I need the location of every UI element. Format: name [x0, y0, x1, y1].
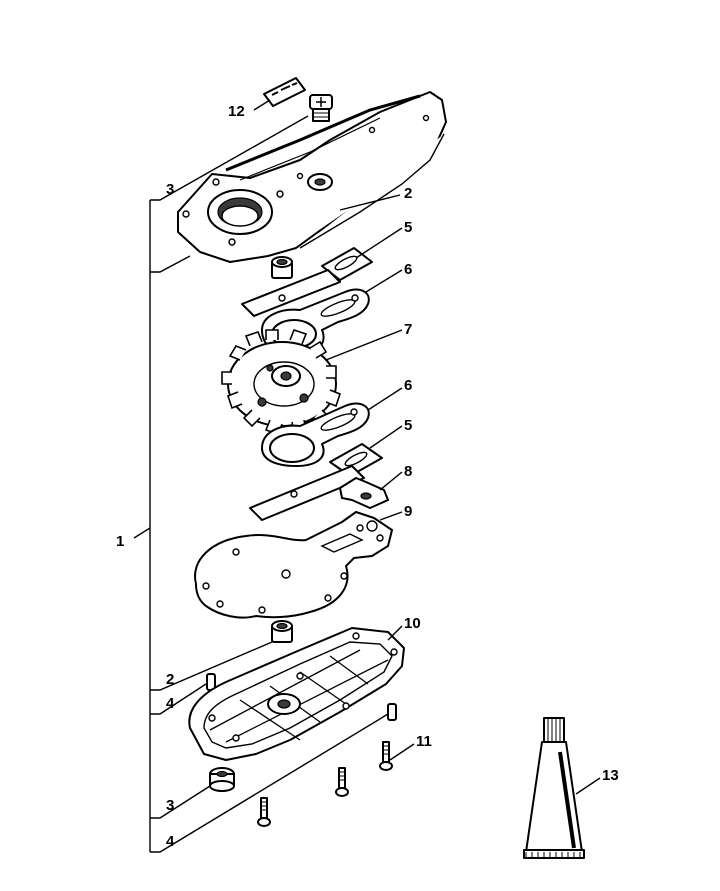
label-6-bottom: 6 [404, 377, 412, 394]
label-10: 10 [404, 615, 421, 632]
part-8-bracket [339, 477, 389, 509]
part-10-housing-cover [188, 627, 405, 761]
label-4-bottom: 4 [166, 833, 175, 850]
label-6-top: 6 [404, 261, 412, 278]
part-2-lower-bushing [271, 620, 293, 643]
part-11-screw-left [257, 797, 271, 827]
part-2-top-bushing [271, 256, 293, 279]
label-13: 13 [602, 767, 619, 784]
part-11-screw-right [379, 741, 393, 771]
part-3-lower-plug [209, 767, 235, 792]
gear-housing-top [177, 91, 447, 263]
part-number-labels: 1 2 2 3 3 4 4 5 5 6 6 7 8 9 10 11 12 13 [116, 103, 619, 850]
label-3-top: 3 [166, 181, 174, 198]
label-2-top: 2 [404, 185, 412, 202]
label-7: 7 [404, 321, 412, 338]
label-3-bottom: 3 [166, 797, 174, 814]
part-4-dowel-pin-right [387, 703, 397, 721]
label-5-top: 5 [404, 219, 412, 236]
part-6-top-plate [241, 269, 370, 357]
label-12: 12 [228, 103, 245, 120]
lower-flat-plate [249, 465, 365, 521]
part-13-grease-tube [523, 717, 585, 859]
label-5-bottom: 5 [404, 417, 412, 434]
part-12-tag [263, 77, 306, 107]
part-9-gasket [194, 511, 393, 619]
part-3-top-plug [309, 94, 333, 122]
label-8: 8 [404, 463, 412, 480]
label-9: 9 [404, 503, 412, 520]
part-11-screw-middle [335, 767, 349, 797]
part-6-lower-plate [261, 402, 370, 467]
label-2-bottom: 2 [166, 671, 174, 688]
leader-lines [133, 99, 601, 853]
label-4-top: 4 [166, 695, 175, 712]
label-1: 1 [116, 533, 124, 550]
label-11: 11 [416, 733, 432, 750]
part-7-gear [221, 329, 341, 435]
